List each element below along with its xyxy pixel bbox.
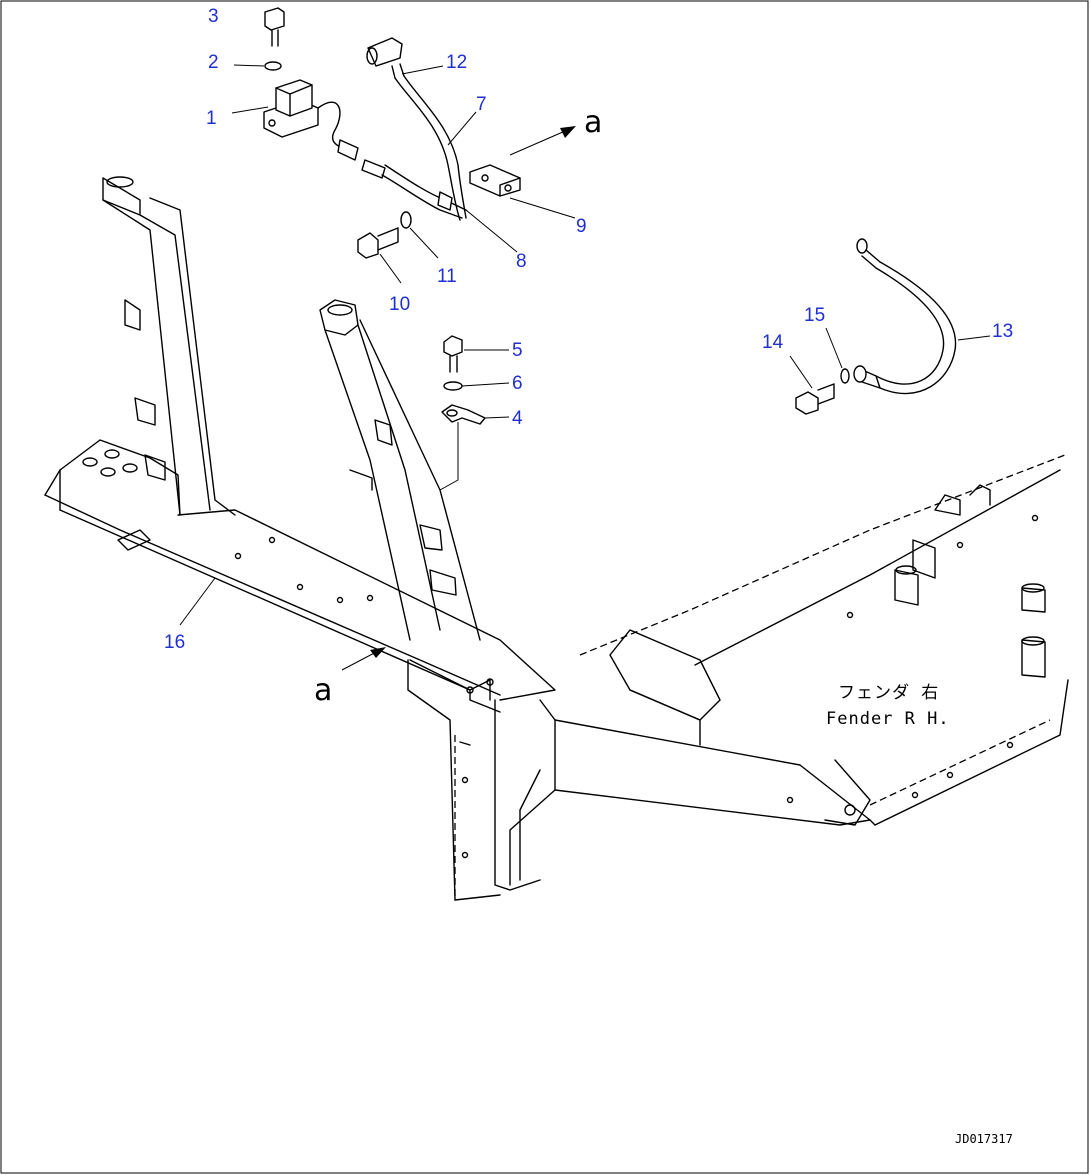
- callout-9: 9: [576, 216, 587, 237]
- part-5-bolt: [443, 335, 463, 373]
- callout-15: 15: [804, 305, 825, 326]
- part-9-clamp: [469, 164, 521, 197]
- part-7-harness: [361, 37, 467, 221]
- crossbeam: [44, 439, 556, 901]
- view-letter-top: a: [584, 105, 602, 140]
- callout-7: 7: [476, 94, 487, 115]
- callout-4: 4: [512, 408, 523, 429]
- callout-12: 12: [446, 52, 467, 73]
- drawing-code: JD017317: [955, 1132, 1013, 1146]
- view-letter-bottom: a: [314, 673, 332, 708]
- view-arrow-bottom: [341, 647, 386, 671]
- view-arrow-top: [509, 126, 576, 156]
- callout-3: 3: [208, 6, 219, 27]
- callout-2: 2: [208, 52, 219, 73]
- part-11-washer: [400, 211, 412, 229]
- callout-14: 14: [762, 332, 784, 353]
- callout-16: 16: [164, 632, 185, 653]
- fender-label-jp: フェンダ 右: [838, 683, 939, 703]
- callout-11: 11: [437, 266, 457, 287]
- left-post: [102, 176, 236, 516]
- callout-6: 6: [512, 373, 523, 394]
- callout-5: 5: [512, 340, 523, 361]
- part-6-washer: [443, 381, 463, 391]
- fender-label-en: Fender R H.: [826, 709, 950, 729]
- leader-lines: [179, 64, 991, 626]
- part-1-module: [263, 79, 359, 161]
- callout-10: 10: [389, 294, 410, 315]
- part-14-bolt: [795, 383, 835, 415]
- fender: [509, 454, 1069, 886]
- callout-8: 8: [516, 251, 527, 272]
- part-13-cable: [853, 238, 957, 395]
- part-2-washer: [264, 61, 282, 71]
- part-3-bolt: [264, 7, 285, 47]
- part-15-washer: [840, 368, 850, 384]
- callout-1: 1: [206, 108, 217, 129]
- part-4-clip: [439, 404, 486, 491]
- callout-13: 13: [992, 321, 1013, 342]
- part-10-bolt: [357, 227, 399, 259]
